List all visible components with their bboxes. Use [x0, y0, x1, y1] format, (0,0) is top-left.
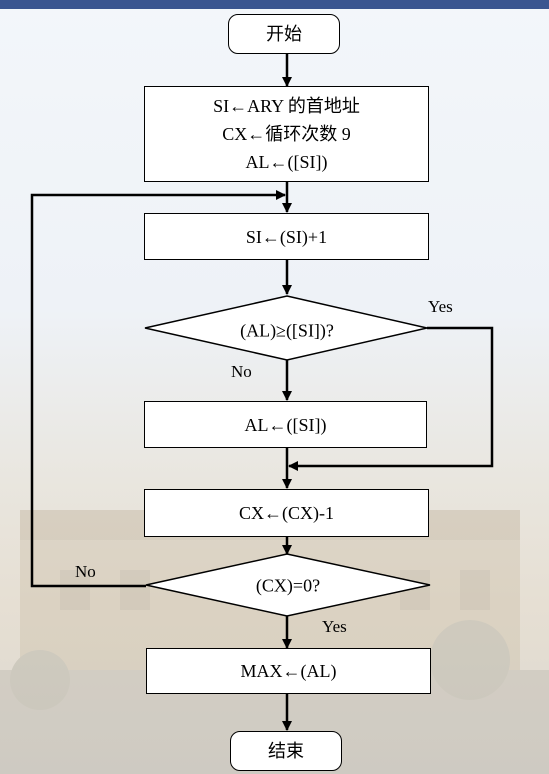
init-line-cx: CX←循环次数 9 [222, 124, 351, 144]
start-terminal: 开始 [228, 14, 340, 54]
load-al-label: AL←([SI]) [244, 414, 327, 435]
test-decision-shape [145, 553, 431, 617]
init-process-box: SI←ARY 的首地址 CX←循环次数 9 AL←([SI]) [144, 86, 429, 182]
increment-si-label: SI←(SI)+1 [245, 226, 328, 247]
store-max-label: MAX←(AL) [240, 661, 337, 681]
init-line-si: SI←ARY 的首地址 [213, 96, 360, 116]
start-label: 开始 [266, 24, 302, 44]
test-yes-label: Yes [322, 617, 347, 636]
init-line-al: AL←([SI]) [245, 152, 328, 172]
load-al-box: AL←([SI]) [144, 401, 427, 448]
end-terminal: 结束 [230, 731, 342, 771]
store-max-box: MAX←(AL) [146, 648, 431, 694]
decrement-cx-box: CX←(CX)-1 [144, 489, 429, 537]
compare-decision-label: (AL)≥([SI])? [240, 320, 334, 341]
decrement-cx-label: CX←(CX)-1 [239, 503, 334, 523]
test-no-label: No [75, 562, 96, 581]
increment-si-box: SI←(SI)+1 [144, 213, 429, 260]
compare-yes-label: Yes [428, 297, 453, 316]
compare-decision-shape [144, 295, 428, 361]
end-label: 结束 [268, 741, 304, 761]
header-bar [0, 0, 549, 9]
test-decision-label: (CX)=0? [255, 575, 321, 596]
compare-no-label: No [231, 362, 252, 381]
